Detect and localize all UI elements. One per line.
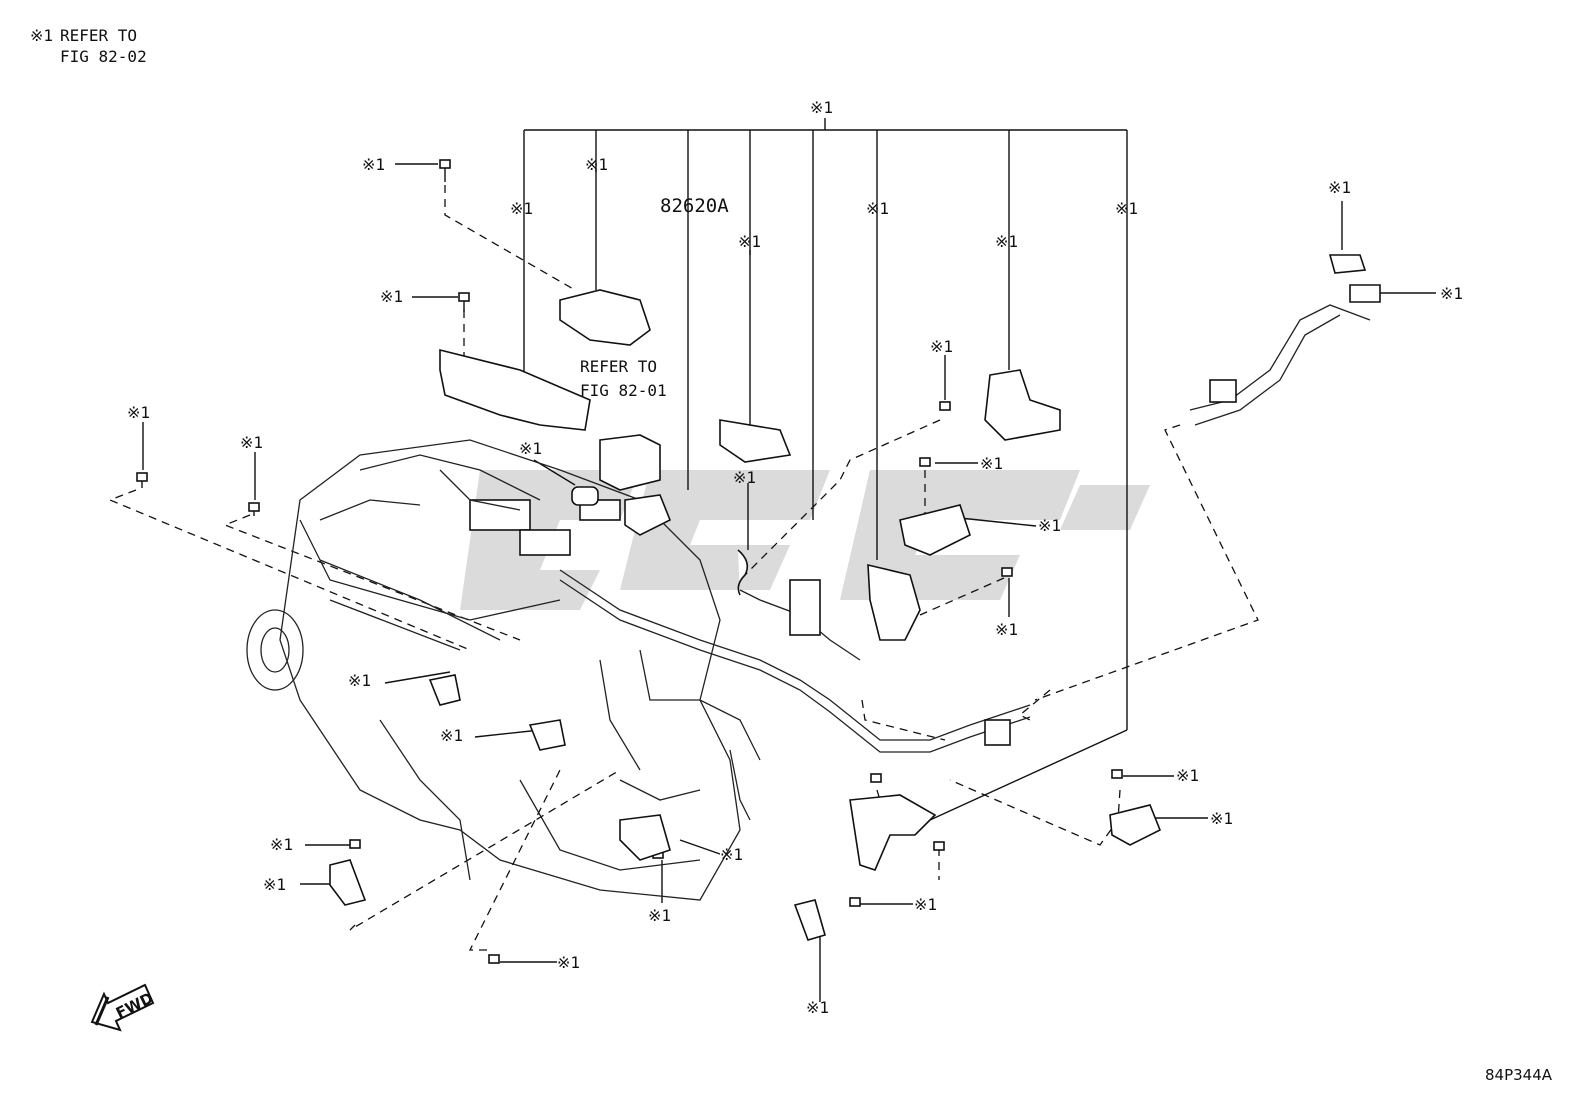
- bolt-icon: [849, 897, 861, 907]
- callout-label: ※1: [914, 895, 937, 914]
- callout-label: ※1: [866, 199, 889, 218]
- callout-label: ※1: [1176, 766, 1199, 785]
- callout-label: ※1: [1440, 284, 1463, 303]
- refer-note-line-1: REFER TO: [580, 357, 657, 376]
- callout-label: ※1: [733, 468, 756, 487]
- callout-label: ※1: [440, 726, 463, 745]
- callout-label: ※1: [810, 98, 833, 117]
- callout-label: ※1: [510, 199, 533, 218]
- wire-harness: [439, 469, 1031, 821]
- callout-label: ※1: [648, 906, 671, 925]
- bolt-icon: [939, 401, 951, 411]
- bolt-icon: [870, 773, 882, 783]
- reference-note: ※1 REFER TO FIG 82-02: [30, 26, 147, 66]
- bolt-icon: [458, 292, 470, 312]
- callout-label: ※1: [806, 998, 829, 1017]
- note-symbol: ※1: [30, 26, 53, 45]
- dashed-lines: [108, 185, 1259, 951]
- bolt-icon: [919, 457, 931, 467]
- callout-label: ※1: [240, 433, 263, 452]
- callout-label: ※1: [380, 287, 403, 306]
- callout-label: ※1: [995, 232, 1018, 251]
- callout-label: ※1: [362, 155, 385, 174]
- callout-label: ※1: [127, 403, 150, 422]
- figure-id: 84P344A: [1485, 1066, 1553, 1084]
- callout-label: ※1: [1038, 516, 1061, 535]
- callout-label: ※1: [930, 337, 953, 356]
- callout-bracket: [523, 118, 1128, 821]
- callout-label: ※1: [519, 439, 542, 458]
- parts: [136, 159, 1381, 964]
- refer-note-82-01: REFER TO FIG 82-01: [580, 357, 667, 400]
- bolt-icon: [136, 472, 148, 488]
- callout-label: ※1: [348, 671, 371, 690]
- bolt-icon: [1111, 769, 1123, 779]
- callout-label: ※1: [263, 875, 286, 894]
- callout-label: ※1: [995, 620, 1018, 639]
- fwd-arrow-icon: FWD: [90, 983, 156, 1032]
- bolt-icon: [488, 954, 500, 964]
- bolt-icon: [439, 159, 451, 182]
- note-line-1: REFER TO: [60, 26, 137, 45]
- bolt-icon: [349, 839, 361, 849]
- callout-label: ※1: [1115, 199, 1138, 218]
- callout-label: ※1: [720, 845, 743, 864]
- callout-label: ※1: [980, 454, 1003, 473]
- bolt-icon: [248, 502, 260, 516]
- bolt-icon: [1001, 567, 1013, 577]
- bolt-icon: [933, 841, 945, 851]
- callout-label: ※1: [1210, 809, 1233, 828]
- part-number-82620a: 82620A: [660, 195, 729, 217]
- engine-assembly: [246, 439, 741, 901]
- note-line-2: FIG 82-02: [60, 47, 147, 66]
- callout-labels: ※1 ※1 ※1 ※1 ※1 ※1 ※1 ※1 ※1 ※1 ※1 ※1 ※1 ※…: [127, 98, 1463, 1017]
- callout-label: ※1: [270, 835, 293, 854]
- refer-note-line-2: FIG 82-01: [580, 381, 667, 400]
- callout-label: ※1: [557, 953, 580, 972]
- callout-label: ※1: [585, 155, 608, 174]
- callout-label: ※1: [1328, 178, 1351, 197]
- callout-label: ※1: [738, 232, 761, 251]
